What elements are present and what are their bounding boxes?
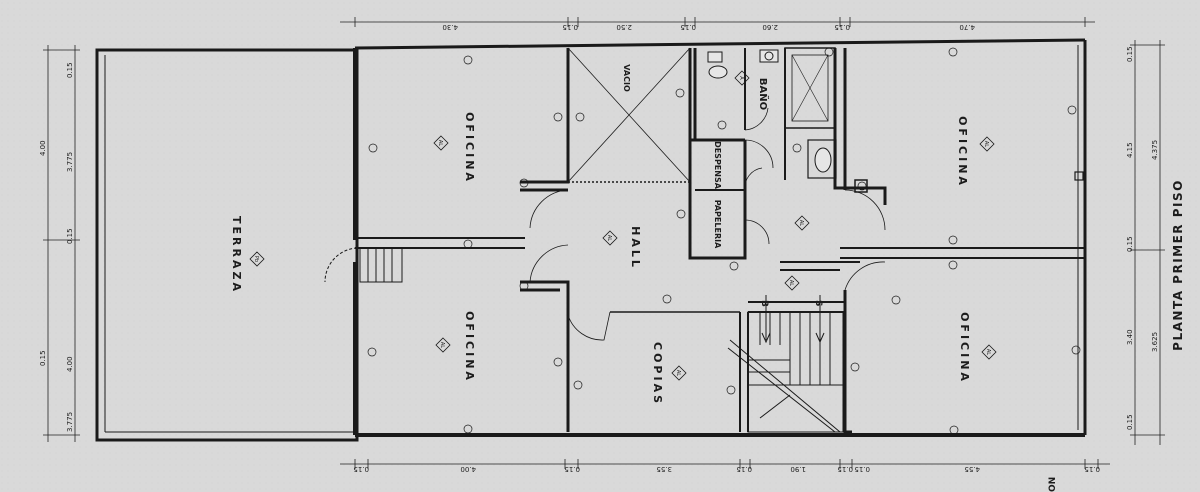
dim-bottom-0: 0.15 <box>353 465 369 473</box>
tag-oficina-bottom-right: AL <box>981 344 997 360</box>
dim-top-2: 2.50 <box>616 23 632 31</box>
bath-fixtures <box>707 49 832 173</box>
stair-up-label: S <box>813 300 823 306</box>
tag-copias-label: AL <box>675 370 681 376</box>
room-papeleria: PAPELERIA <box>713 200 722 249</box>
dimension-top <box>340 17 1095 27</box>
sheet-title: PLANTA PRIMER PISO <box>1171 179 1185 351</box>
tag-corridor-label: AL <box>798 220 804 226</box>
room-despensa: DESPENSA <box>713 141 722 190</box>
wall-markers <box>367 47 1081 435</box>
dim-right-4: 3.40 <box>1126 329 1134 345</box>
dim-top-1: 0.15 <box>562 23 578 31</box>
dim-left-3: 0.15 <box>66 228 74 244</box>
stair-labels: B S <box>759 300 823 307</box>
room-oficina-bottom-right: OFICINA <box>958 312 971 384</box>
room-oficina-top-left: OFICINA <box>463 112 476 184</box>
tag-ofi-br-label: AL <box>985 349 991 355</box>
room-terraza: TERRAZA <box>230 216 243 294</box>
dimension-left <box>43 45 80 442</box>
dim-top-3: 0.15 <box>680 23 696 31</box>
dim-right-5: 3.625 <box>1151 332 1159 352</box>
room-vacio: VACIO <box>622 64 631 92</box>
dim-bottom-5: 1.90 <box>790 465 806 473</box>
room-bano: BAÑO <box>757 78 770 110</box>
dim-right-1: 4.15 <box>1126 142 1134 158</box>
terrace-column <box>1074 171 1084 181</box>
tag-terraza: Pb <box>249 251 265 267</box>
dimension-top-labels: 4.30 0.15 2.50 0.15 2.60 0.15 4.70 <box>442 23 975 31</box>
dim-top-4: 2.60 <box>762 23 778 31</box>
tag-ofi-tr-label: AL <box>983 141 989 147</box>
room-copias: COPIAS <box>651 342 664 406</box>
room-oficina-top-right: OFICINA <box>956 116 969 188</box>
dim-left-1: 4.00 <box>39 140 47 156</box>
dim-right-6: 0.15 <box>1126 414 1134 430</box>
room-oficina-bottom-left: OFICINA <box>463 311 476 383</box>
sink-icon <box>764 51 774 61</box>
vacio-void <box>567 47 691 183</box>
dim-left-0: 0.15 <box>66 62 74 78</box>
room-labels: TERRAZA OFICINA OFICINA OFICINA OFICINA … <box>230 112 971 406</box>
outer-wall-top <box>354 38 1086 50</box>
dimension-right <box>1130 40 1165 445</box>
dim-bottom-1: 4.00 <box>460 465 476 473</box>
tag-hall-label: AL <box>606 235 612 241</box>
terrace-stair <box>324 247 403 283</box>
toilet-icon <box>708 65 728 79</box>
walls <box>95 38 1087 442</box>
small-room-labels: VACIO BAÑO DESPENSA PAPELERIA <box>622 64 770 249</box>
tag-landing-label: AL <box>788 280 794 286</box>
dim-bottom-9: 0.15 <box>1084 465 1100 473</box>
dim-top-0: 4.30 <box>442 23 458 31</box>
tag-oficina-bottom-left: AL <box>435 337 451 353</box>
room-hall: HALL <box>629 226 642 270</box>
tag-bath: A <box>734 70 750 86</box>
dim-bottom-3: 3.55 <box>656 465 672 473</box>
dim-right-3: 0.15 <box>1126 236 1134 252</box>
dimension-bottom-labels: 0.15 4.00 0.15 3.55 0.15 1.90 0.15 0.15 … <box>353 465 1100 473</box>
dimension-right-labels: 0.15 4.15 4.375 0.15 3.40 3.625 0.15 <box>1126 46 1159 430</box>
tag-oficina-top-left: AL <box>433 135 449 151</box>
dim-right-0: 0.15 <box>1126 46 1134 62</box>
stair-down-label: B <box>759 300 769 307</box>
dim-left-2: 3.775 <box>66 152 74 172</box>
dim-left-5: 4.00 <box>66 356 74 372</box>
finish-tags: Pb AL AL AL AL AL AL A <box>249 70 997 381</box>
dimension-bottom <box>340 459 1110 469</box>
dimension-left-labels: 0.15 4.00 3.775 0.15 0.15 4.00 3.775 <box>39 62 74 432</box>
terrace-outline <box>95 48 359 442</box>
dim-bottom-8: 4.55 <box>964 465 980 473</box>
wall-mid-right <box>840 247 1085 259</box>
edge-fragment: ON <box>1048 477 1058 492</box>
tag-ofi-bl-label: AL <box>439 342 445 348</box>
dim-top-6: 4.70 <box>959 23 975 31</box>
tag-ofi-tl-label: AL <box>437 140 443 146</box>
tag-corridor: AL <box>794 215 810 231</box>
dim-top-5: 0.15 <box>834 23 850 31</box>
tag-copias: AL <box>671 365 687 381</box>
tag-bath-label: A <box>738 76 744 80</box>
dim-left-4: 0.15 <box>39 350 47 366</box>
dim-bottom-6: 0.15 <box>837 465 853 473</box>
dim-left-6: 3.775 <box>66 412 74 432</box>
dim-bottom-4: 0.15 <box>736 465 752 473</box>
tag-landing: AL <box>784 275 800 291</box>
door-swings <box>529 107 886 341</box>
main-stair <box>727 295 844 433</box>
tag-oficina-top-right: AL <box>979 136 995 152</box>
tag-terraza-label: Pb <box>253 256 259 262</box>
dim-bottom-2: 0.15 <box>564 465 580 473</box>
dim-bottom-7: 0.15 <box>854 465 870 473</box>
dim-right-2: 4.375 <box>1151 140 1159 160</box>
tag-hall: AL <box>602 230 618 246</box>
